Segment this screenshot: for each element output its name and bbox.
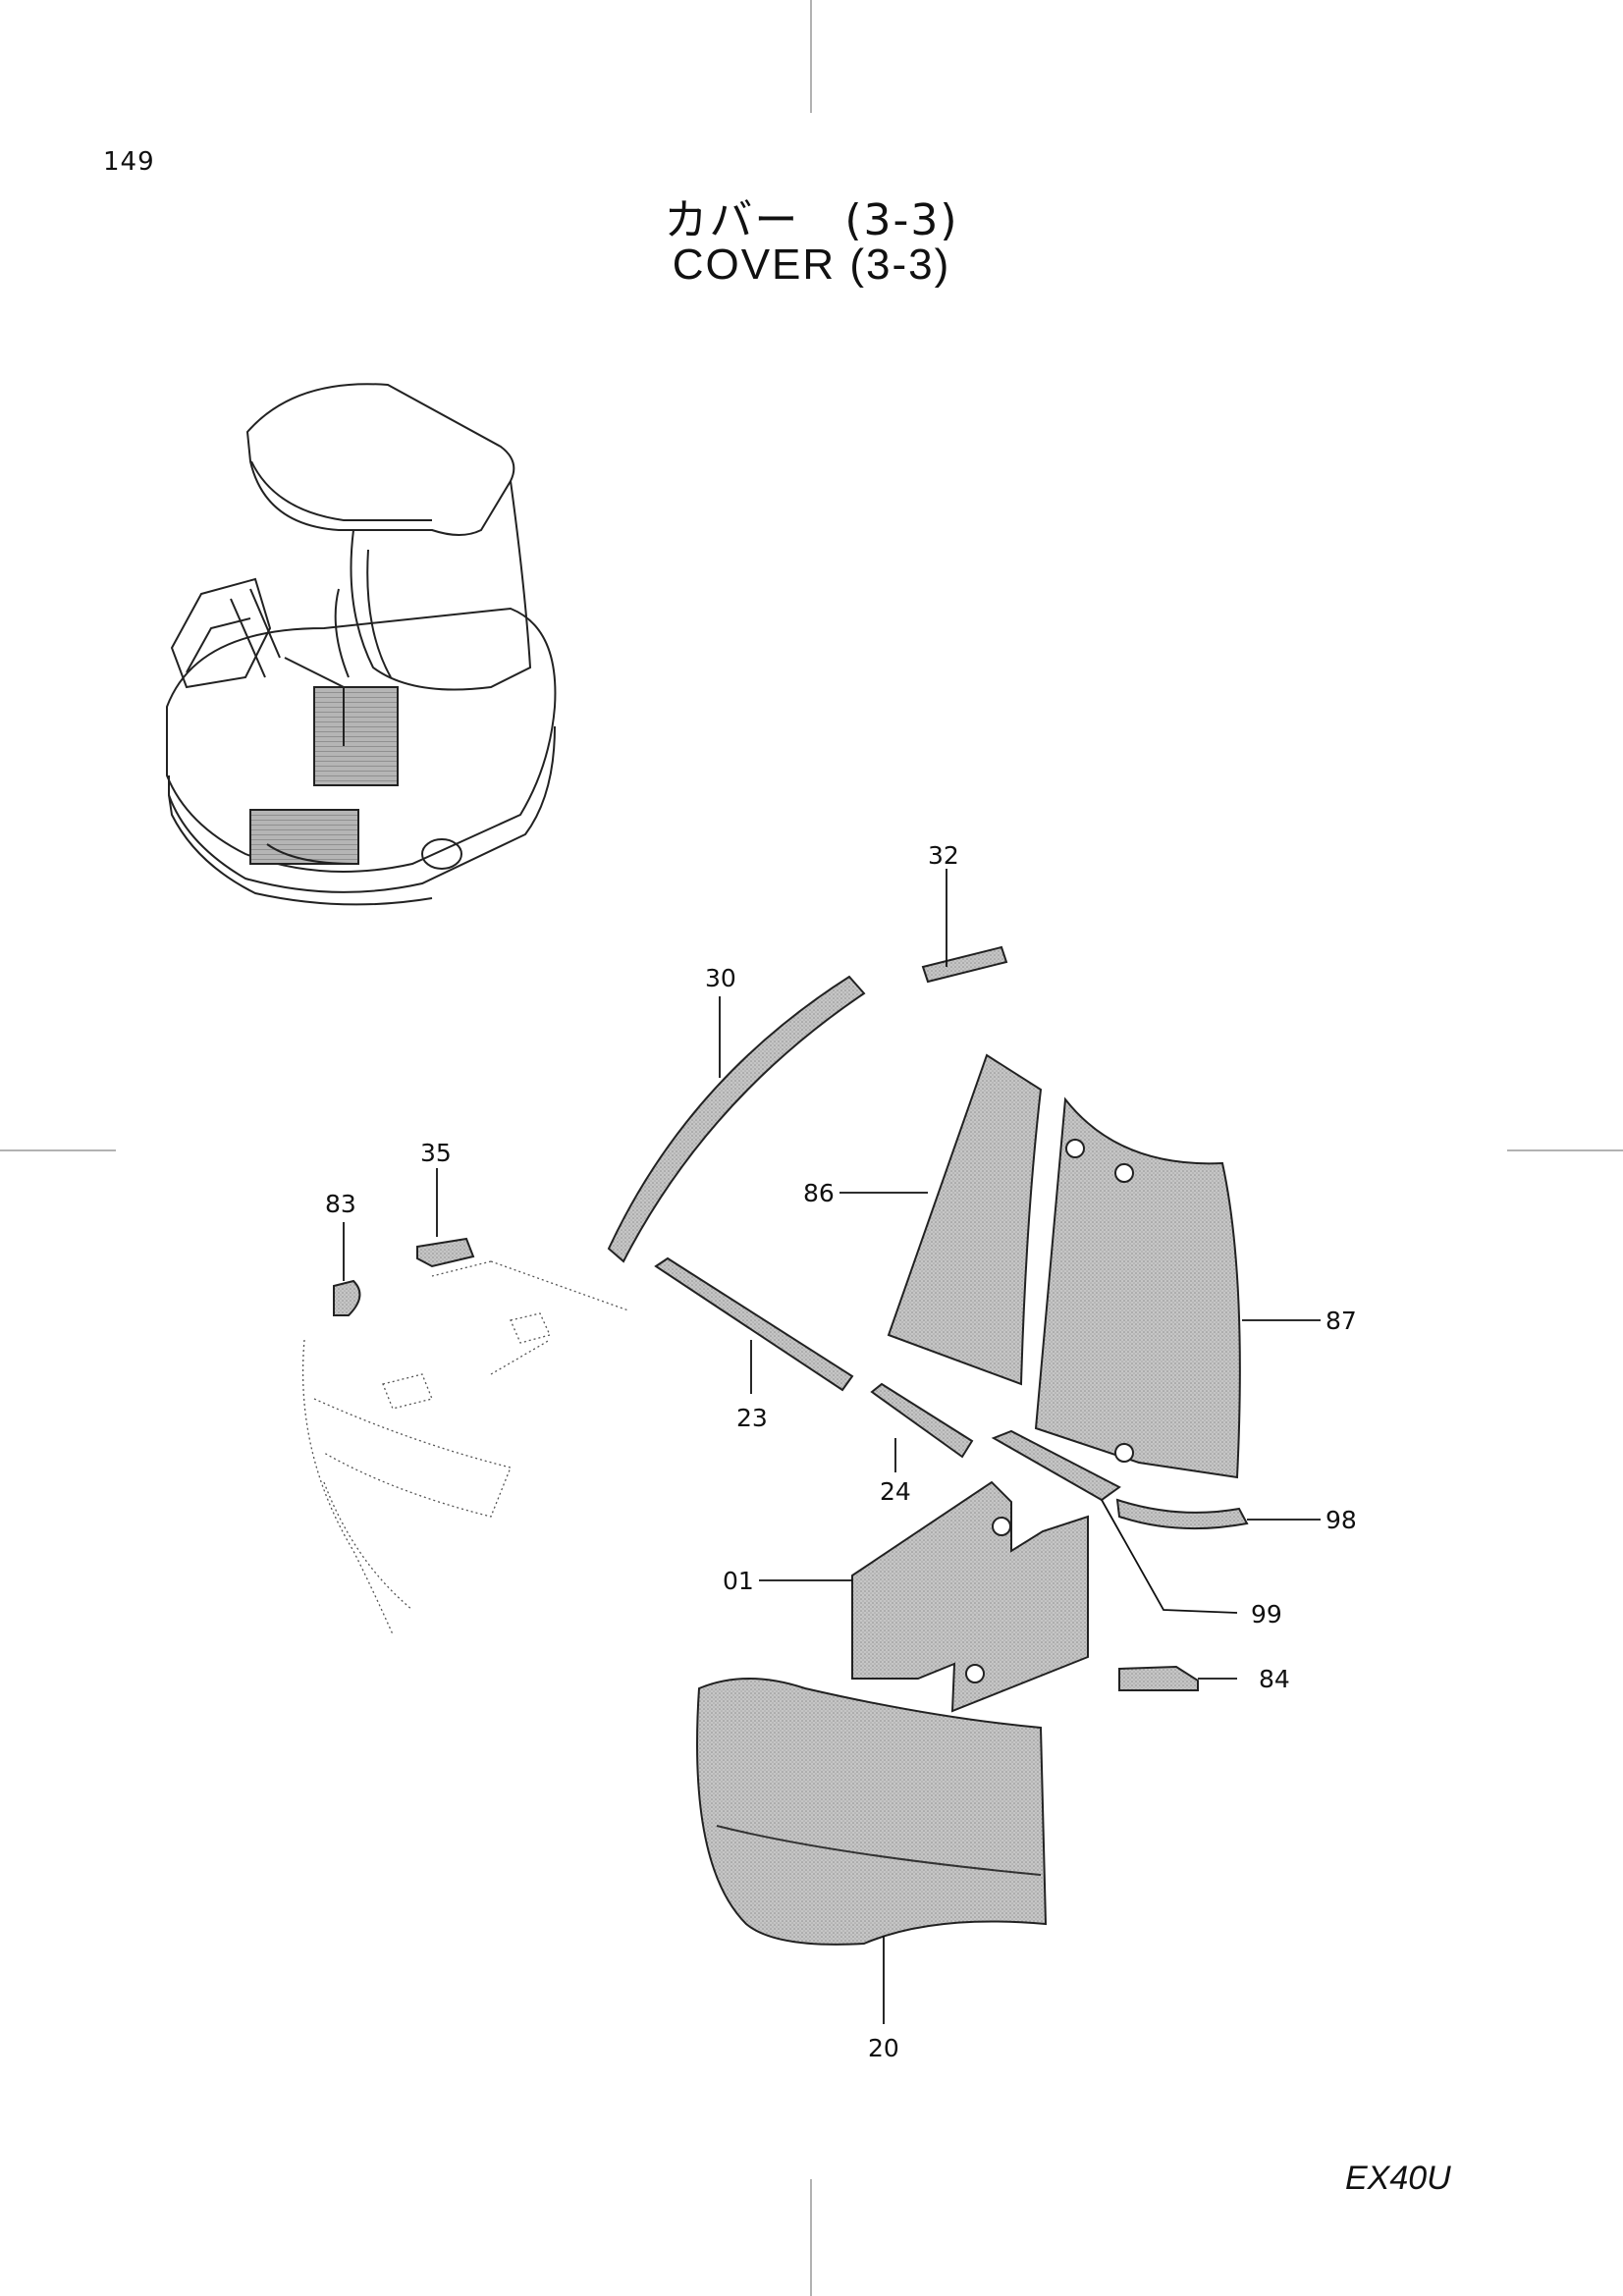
part-24 xyxy=(870,1382,974,1459)
part-98 xyxy=(1115,1498,1249,1530)
part-01 xyxy=(851,1480,1089,1713)
part-84 xyxy=(1118,1665,1199,1691)
title-english: COVER (3-3) xyxy=(672,240,951,289)
part-35 xyxy=(416,1237,475,1268)
leader-lines xyxy=(343,869,1321,2024)
page-number: 149 xyxy=(103,147,155,177)
part-99 xyxy=(991,1429,1121,1502)
part-83 xyxy=(333,1279,361,1316)
callout-84: 84 xyxy=(1259,1665,1290,1693)
callout-24: 24 xyxy=(880,1477,911,1506)
overview-machine-illustration xyxy=(166,383,557,906)
callout-20: 20 xyxy=(868,2034,899,2062)
model-label: EX40U xyxy=(1345,2160,1451,2197)
machine-body-outline xyxy=(301,1260,629,1635)
callout-86: 86 xyxy=(803,1179,835,1207)
title-japanese: カバー (3-3) xyxy=(664,195,959,245)
part-23 xyxy=(654,1256,854,1392)
part-87 xyxy=(1034,1096,1241,1479)
callout-23: 23 xyxy=(736,1404,768,1432)
part-20 xyxy=(696,1678,1048,1946)
callout-35: 35 xyxy=(420,1139,452,1167)
part-87-holes xyxy=(1065,1139,1134,1463)
callout-30: 30 xyxy=(705,964,736,992)
callout-98: 98 xyxy=(1325,1506,1357,1534)
callout-87: 87 xyxy=(1325,1307,1357,1335)
part-32 xyxy=(921,945,1008,984)
callout-99: 99 xyxy=(1251,1600,1282,1629)
callout-32: 32 xyxy=(928,841,959,870)
callout-83: 83 xyxy=(325,1190,356,1218)
callout-01: 01 xyxy=(723,1567,754,1595)
part-86 xyxy=(887,1053,1043,1386)
part-30 xyxy=(607,975,866,1263)
